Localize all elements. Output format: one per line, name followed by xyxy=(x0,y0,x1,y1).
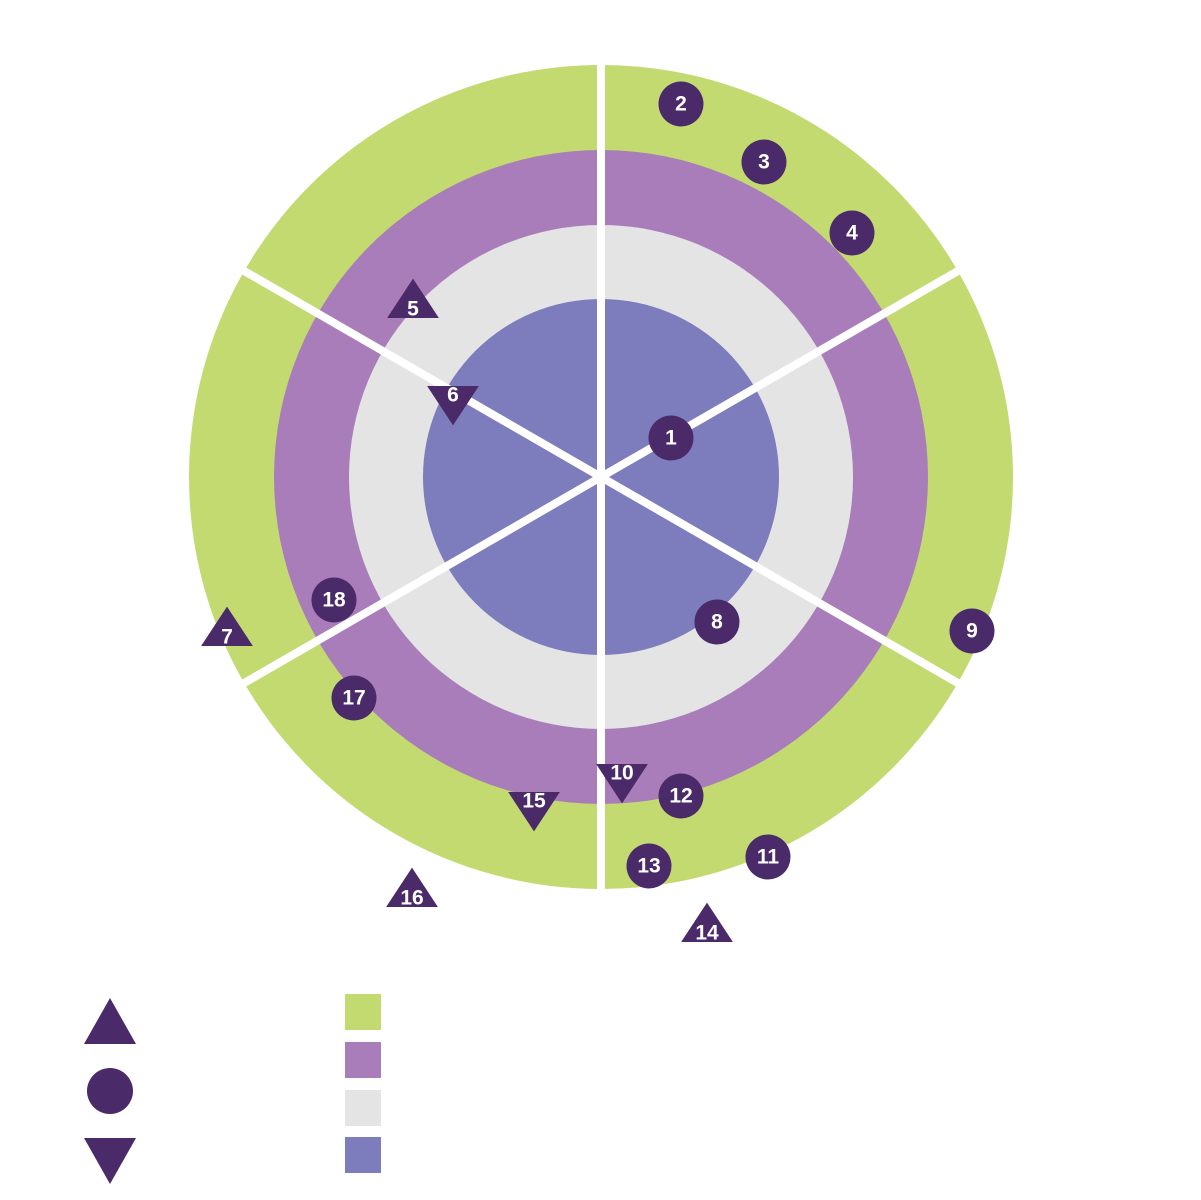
marker-label: 2 xyxy=(675,93,687,116)
legend-swatch-ring-second xyxy=(345,1042,381,1078)
marker-9: 9 xyxy=(949,608,995,654)
marker-label: 5 xyxy=(407,298,419,321)
marker-label: 1 xyxy=(665,427,677,450)
marker-circle-icon xyxy=(331,675,377,721)
marker-triangle-up-icon xyxy=(201,606,253,646)
marker-circle-icon xyxy=(949,608,995,654)
marker-4: 4 xyxy=(829,210,875,256)
marker-circle-icon xyxy=(745,834,791,880)
legend-swatch-ring-inner xyxy=(345,1137,381,1173)
marker-17: 17 xyxy=(331,675,377,721)
marker-3: 3 xyxy=(741,139,787,185)
marker-label: 10 xyxy=(610,762,633,785)
marker-label: 16 xyxy=(400,887,423,910)
marker-label: 3 xyxy=(758,151,770,174)
marker-circle-icon xyxy=(829,210,875,256)
marker-label: 6 xyxy=(447,384,459,407)
marker-13: 13 xyxy=(626,843,672,889)
marker-label: 18 xyxy=(322,589,346,612)
marker-circle-icon xyxy=(658,773,704,819)
triangle-down-icon xyxy=(84,1138,136,1184)
marker-circle-icon xyxy=(694,599,740,645)
marker-label: 14 xyxy=(695,922,719,945)
marker-triangle-up-icon xyxy=(386,867,438,907)
marker-triangle-down-icon xyxy=(508,792,560,832)
marker-7: 7 xyxy=(201,606,253,649)
marker-circle-icon xyxy=(311,577,357,623)
marker-label: 13 xyxy=(637,855,660,878)
marker-2: 2 xyxy=(658,81,704,127)
marker-circle-icon xyxy=(626,843,672,889)
marker-label: 9 xyxy=(966,620,978,643)
marker-18: 18 xyxy=(311,577,357,623)
legend-swatch-ring-outer xyxy=(345,994,381,1030)
legend-swatch-ring-third xyxy=(345,1090,381,1126)
marker-label: 17 xyxy=(342,687,365,710)
marker-5: 5 xyxy=(387,278,439,321)
marker-label: 11 xyxy=(757,846,780,869)
marker-16: 16 xyxy=(386,867,438,910)
marker-15: 15 xyxy=(508,790,560,832)
marker-triangle-up-icon xyxy=(387,278,439,318)
shape-legend xyxy=(84,998,136,1184)
sector-divider xyxy=(217,253,985,701)
marker-circle-icon xyxy=(648,415,694,461)
marker-label: 7 xyxy=(221,626,233,649)
marker-triangle-down-icon xyxy=(427,386,479,426)
triangle-up-icon xyxy=(84,998,136,1044)
marker-label: 4 xyxy=(846,222,858,245)
marker-label: 12 xyxy=(669,785,692,808)
circle-icon xyxy=(87,1068,133,1114)
marker-label: 8 xyxy=(711,611,723,634)
marker-triangle-down-icon xyxy=(596,764,648,804)
marker-triangle-up-icon xyxy=(681,902,733,942)
marker-6: 6 xyxy=(427,384,479,426)
marker-circle-icon xyxy=(658,81,704,127)
color-legend xyxy=(345,994,381,1173)
marker-1: 1 xyxy=(648,415,694,461)
marker-14: 14 xyxy=(681,902,733,945)
marker-10: 10 xyxy=(596,762,648,804)
marker-label: 15 xyxy=(522,790,546,813)
marker-12: 12 xyxy=(658,773,704,819)
marker-11: 11 xyxy=(745,834,791,880)
marker-circle-icon xyxy=(741,139,787,185)
marker-8: 8 xyxy=(694,599,740,645)
